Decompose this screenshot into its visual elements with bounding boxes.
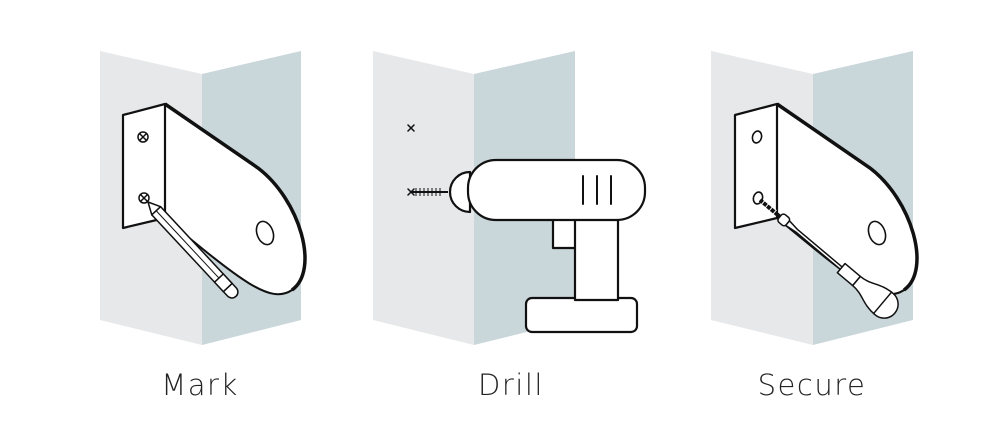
screw-hole-icon [138, 192, 150, 204]
step-drill: Drill [373, 51, 647, 402]
mark-x-icon [407, 124, 415, 132]
screw-hole-icon [137, 131, 149, 143]
step-label-drill: Drill [478, 368, 544, 402]
step-label-secure: Secure [758, 368, 867, 402]
step-mark: Mark [100, 51, 307, 402]
bracket [733, 102, 919, 296]
drill-bit [407, 188, 448, 196]
screwdriver-icon [758, 198, 899, 319]
pencil-icon [147, 201, 239, 299]
step-secure: Secure [711, 51, 919, 402]
step-label-mark: Mark [161, 368, 239, 402]
drill-icon [448, 158, 647, 334]
bracket [121, 102, 307, 296]
